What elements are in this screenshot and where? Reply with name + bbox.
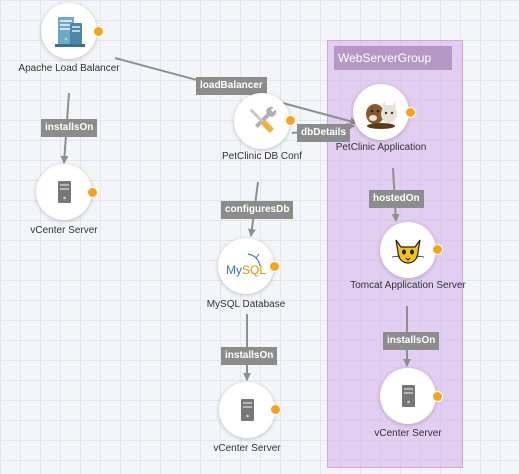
status-indicator bbox=[270, 404, 281, 415]
tomcat-icon bbox=[391, 239, 425, 264]
node-label: vCenter Server bbox=[374, 428, 442, 439]
status-indicator bbox=[405, 107, 416, 118]
node-circle[interactable] bbox=[380, 222, 436, 278]
node-circle[interactable] bbox=[41, 3, 97, 59]
node-circle[interactable]: MySQL bbox=[218, 238, 274, 294]
node-circle[interactable] bbox=[234, 93, 290, 149]
node-label: PetClinic DB Conf bbox=[221, 151, 303, 162]
group-title: WebServerGroup bbox=[334, 46, 452, 70]
node-label: Tomcat Application Server bbox=[350, 280, 466, 291]
load-balancer-icon bbox=[55, 17, 85, 47]
status-indicator bbox=[87, 187, 98, 198]
status-indicator bbox=[432, 244, 443, 255]
server-icon bbox=[402, 385, 415, 407]
mysql-icon: MySQL bbox=[226, 253, 266, 277]
node-circle[interactable] bbox=[36, 164, 92, 220]
node-circle[interactable] bbox=[353, 84, 409, 140]
relationship-label-installson[interactable]: installsOn bbox=[383, 332, 440, 350]
node-circle[interactable] bbox=[219, 382, 275, 438]
node-circle[interactable] bbox=[380, 368, 436, 424]
relationship-label-dbdetails[interactable]: dbDetails bbox=[297, 124, 351, 142]
relationship-label-loadbalancer[interactable]: loadBalancer bbox=[196, 77, 267, 95]
server-icon bbox=[241, 399, 254, 421]
node-label: vCenter Server bbox=[30, 225, 98, 236]
node-label: Apache Load Balancer bbox=[18, 63, 120, 74]
pets-icon bbox=[366, 101, 397, 129]
status-indicator bbox=[93, 26, 104, 37]
status-indicator bbox=[269, 261, 280, 272]
node-label: vCenter Server bbox=[213, 443, 281, 454]
relationship-label-configuresdb[interactable]: configuresDb bbox=[221, 201, 294, 219]
relationship-label-hostedon[interactable]: hostedOn bbox=[369, 190, 424, 208]
server-icon bbox=[58, 181, 71, 203]
status-indicator bbox=[432, 391, 443, 402]
wrench-screwdriver-icon bbox=[249, 106, 277, 133]
status-indicator bbox=[285, 115, 296, 126]
node-label: PetClinic Application bbox=[335, 142, 427, 153]
node-label: MySQL Database bbox=[206, 299, 286, 310]
svg-text:MySQL: MySQL bbox=[226, 263, 266, 277]
relationship-label-installson[interactable]: installsOn bbox=[41, 119, 98, 137]
relationship-label-installson[interactable]: installsOn bbox=[221, 347, 278, 365]
